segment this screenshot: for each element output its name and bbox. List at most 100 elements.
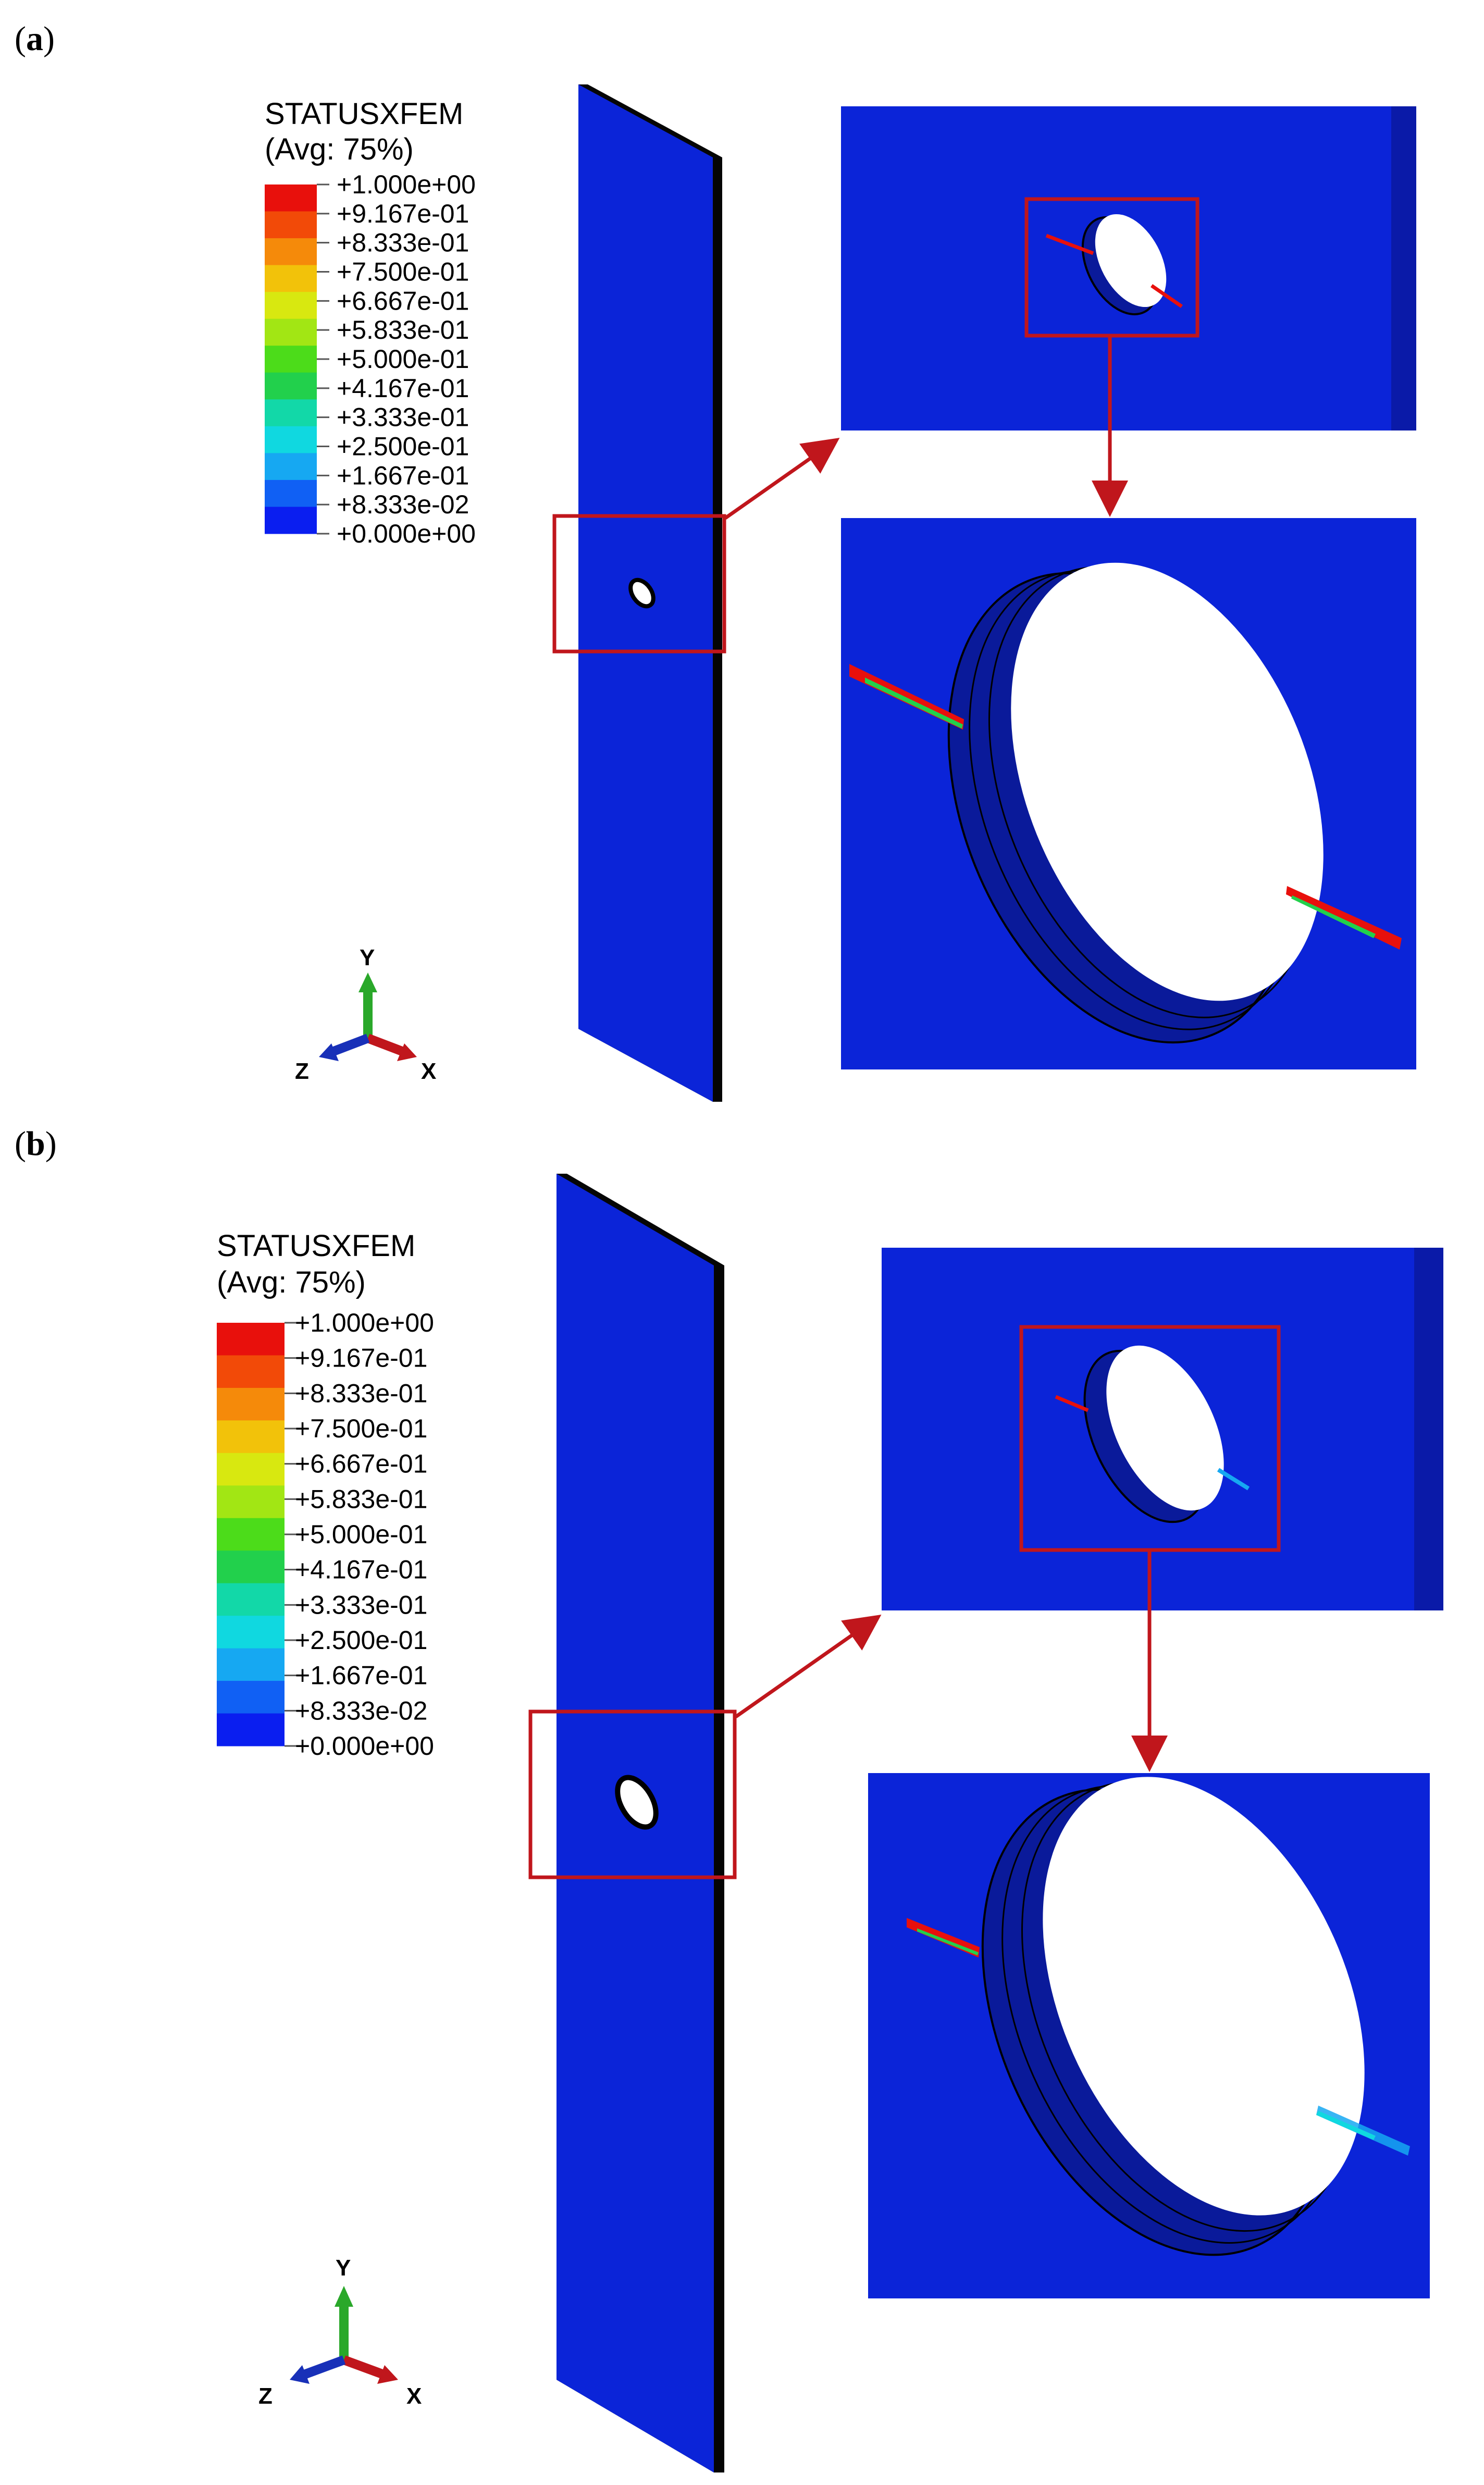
z-axis-head [290,2365,310,2384]
zoom-arrow-1 [724,437,840,520]
legend-tick-label-2: +8.333e-01 [295,1379,427,1408]
legend-tick-label-8: +3.333e-01 [295,1590,427,1619]
legend-tick-label-8: +3.333e-01 [337,403,469,432]
legend-band-2 [265,238,317,266]
legend-band-12 [217,1713,285,1746]
legend-band-0 [217,1323,285,1356]
legend-band-4 [265,292,317,319]
legend-band-12 [265,507,317,534]
legend-tick-label-7: +4.167e-01 [337,374,469,403]
crack-right [1151,284,1183,308]
zoom-selection-box [1024,197,1199,338]
y-axis-label: Y [360,945,375,970]
x-axis-arrow [342,2355,386,2379]
crack-right-core [1291,895,1376,938]
legend-band-1 [217,1355,285,1388]
plate-hole [615,1775,659,1830]
panel-b-plate [528,1174,737,2472]
panel-a-label: (a) [15,20,55,58]
legend-band-9 [217,1616,285,1649]
legend-tick-label-9: +2.500e-01 [295,1626,427,1655]
panel-a-plate [552,84,726,1102]
legend-band-11 [265,479,317,507]
legend-tick-label-5: +5.833e-01 [337,315,469,345]
legend-tick-label-5: +5.833e-01 [295,1484,427,1514]
legend-tick-label-0: +1.000e+00 [295,1308,434,1337]
legend-tick-label-12: +0.000e+00 [295,1731,434,1761]
z-axis-arrow [330,1034,370,1056]
panel-a-axes-triad: Y Z X [295,945,436,1084]
x-axis-label: X [406,2383,422,2409]
x-axis-head [397,1043,417,1061]
panel-b-legend: STATUSXFEM (Avg: 75%) +1.000e+00 +9.167e-… [217,1229,434,1761]
legend-band-8 [217,1583,285,1616]
legend-band-4 [217,1453,285,1486]
legend-tick-label-4: +6.667e-01 [295,1449,427,1479]
legend-band-6 [265,346,317,373]
zoom-arrow-1 [734,1614,882,1718]
legend-subtitle: (Avg: 75%) [217,1265,366,1299]
legend-band-10 [217,1648,285,1681]
legend-tick-label-3: +7.500e-01 [337,257,469,287]
legend-title: STATUSXFEM [217,1229,415,1263]
panel-a-legend: STATUSXFEM (Avg: 75%) +1.000e+00+9.167e-… [265,97,476,548]
zoom-hole [1011,562,1324,1001]
legend-band-6 [217,1518,285,1551]
legend-band-5 [217,1485,285,1519]
x-axis-arrow [366,1034,405,1056]
legend-tick-label-12: +0.000e+00 [337,519,476,548]
legend-band-3 [265,265,317,292]
panel-b: (b) STATUSXFEM (Avg: 75%) +1.000e+00 +9.1… [15,1125,1443,2472]
legend-tick-label-6: +5.000e-01 [295,1520,427,1549]
x-axis-label: X [421,1059,436,1084]
legend-band-9 [265,426,317,453]
legend-band-10 [265,453,317,481]
zoom-hole [1106,1345,1224,1511]
legend-band-2 [217,1387,285,1421]
crack-right [1217,1468,1250,1491]
panel-a-zoom-view-1 [841,106,1416,430]
legend-band-3 [217,1420,285,1454]
zoom-view-plate-edge [1391,106,1416,430]
legend-band-11 [217,1681,285,1714]
zoom-hole [1095,214,1167,307]
legend-tick-label-10: +1.667e-01 [337,461,469,490]
z-axis-label: Z [258,2383,273,2409]
crack-left [1045,233,1094,255]
legend-title: STATUSXFEM [265,97,463,131]
panel-b-axes-triad: Y Z X [258,2255,422,2409]
legend-tick-label-3: +7.500e-01 [295,1414,427,1443]
panel-b-zoom-view-2 [868,1773,1430,2298]
legend-band-8 [265,399,317,427]
z-axis-label: Z [295,1059,309,1084]
legend-band-7 [265,372,317,400]
legend-tick-label-6: +5.000e-01 [337,345,469,374]
crack-left-core [917,1928,979,1955]
crack-right-core [1316,2111,1376,2140]
legend-tick-label-1: +9.167e-01 [295,1344,427,1373]
legend-color-bar [265,184,317,534]
zoom-hole [1043,1777,1365,2216]
crack-left-core [865,678,963,729]
y-axis-head [358,973,377,992]
selection-box [528,1709,737,1879]
panel-b-zoom-view-1 [882,1248,1443,1610]
legend-tick-labels: +1.000e+00+9.167e-01+8.333e-01+7.500e-01… [317,170,476,548]
plate-hole [628,577,656,609]
legend-subtitle: (Avg: 75%) [265,132,414,166]
legend-tick-label-11: +8.333e-02 [295,1696,427,1725]
z-axis-arrow [302,2355,346,2379]
legend-tick-label-9: +2.500e-01 [337,432,469,461]
legend-tick-label-1: +9.167e-01 [337,199,469,228]
legend-tick-label-0: +1.000e+00 [337,170,476,199]
panel-b-label: (b) [15,1125,57,1163]
legend-band-0 [265,184,317,212]
legend-tick-label-11: +8.333e-02 [337,490,469,519]
legend-color-bar [217,1323,285,1746]
y-axis-head [335,2286,353,2307]
legend-tick-labels: +1.000e+00 +9.167e-01 +8.333e-01 +7.500e-01… [285,1308,434,1761]
y-axis-label: Y [336,2255,351,2281]
z-axis-head [319,1043,339,1061]
legend-tick-label-4: +6.667e-01 [337,286,469,315]
panel-a: (a) STATUSXFEM (Avg: 75%) +1.000e+00+9.1… [15,20,1416,1102]
